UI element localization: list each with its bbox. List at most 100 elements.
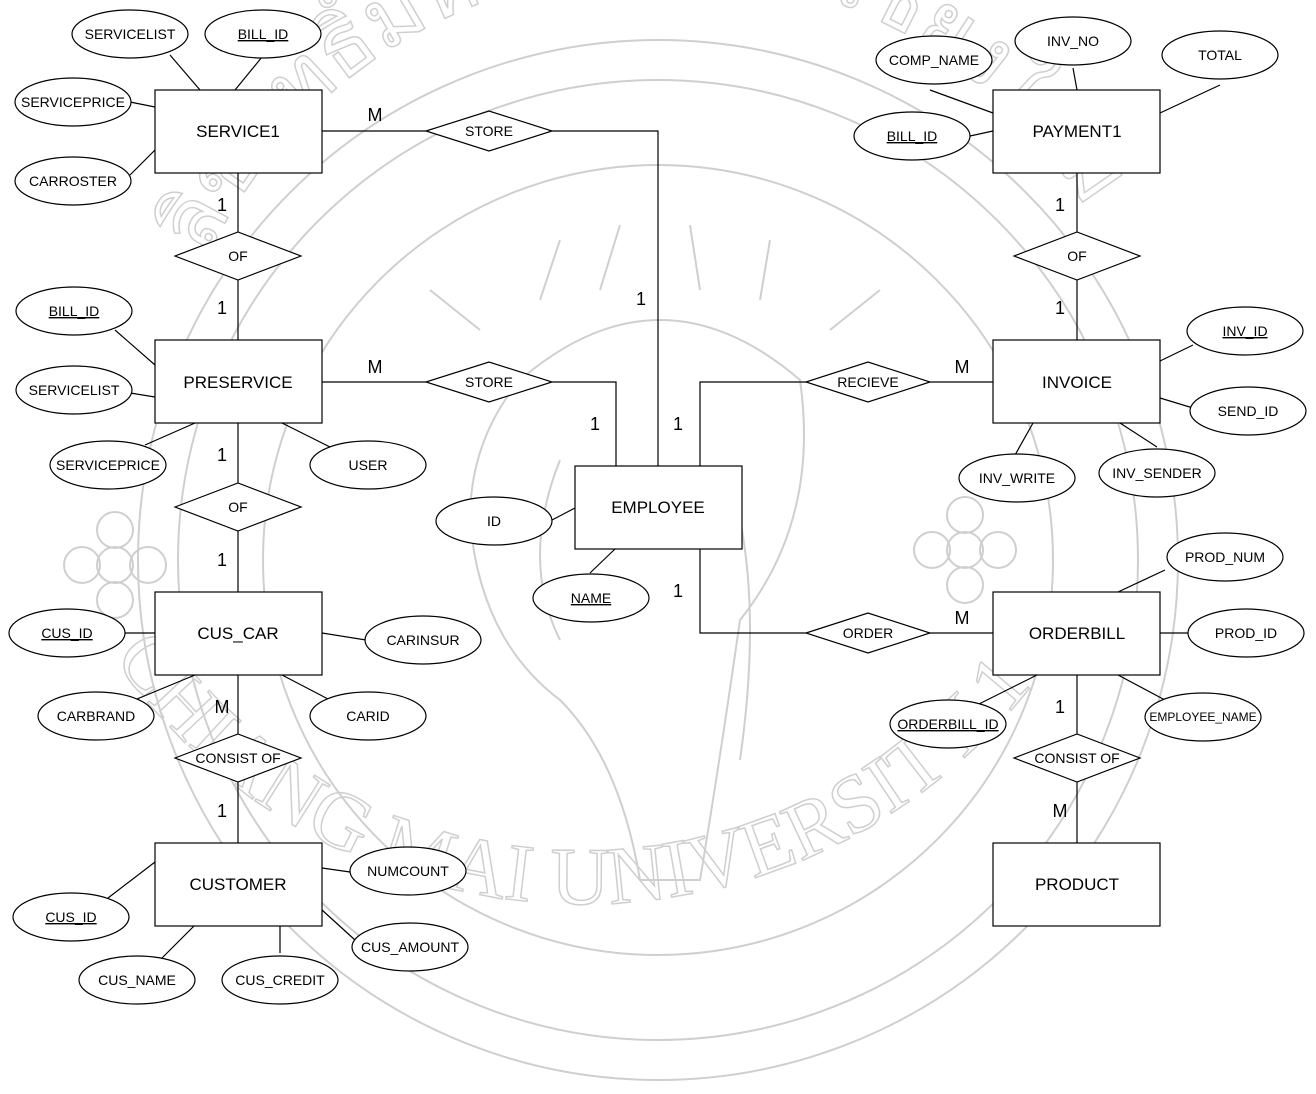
connector-lines — [107, 54, 1221, 961]
svg-text:BILL_ID: BILL_ID — [49, 303, 100, 319]
svg-text:CARBRAND: CARBRAND — [57, 708, 136, 724]
entity-label: INVOICE — [1042, 373, 1112, 392]
entity-product: PRODUCT — [992, 842, 1161, 927]
svg-text:SEND_ID: SEND_ID — [1218, 403, 1279, 419]
svg-text:ORDERBILL_ID: ORDERBILL_ID — [897, 716, 998, 732]
svg-text:PROD_NUM: PROD_NUM — [1185, 549, 1265, 565]
svg-text:SERVICEPRICE: SERVICEPRICE — [56, 457, 160, 473]
svg-text:NUMCOUNT: NUMCOUNT — [367, 863, 449, 879]
attribute-inv-sender: INV_SENDER — [1098, 448, 1216, 498]
attribute-cus-credit: CUS_CREDIT — [221, 955, 339, 1005]
flower-icon-left — [63, 511, 167, 619]
svg-text:NAME: NAME — [571, 590, 611, 606]
entity-payment1: PAYMENT1 — [992, 89, 1161, 174]
cardinality-label: M — [368, 357, 383, 377]
svg-text:TOTAL: TOTAL — [1198, 47, 1242, 63]
cardinality-label: 1 — [217, 801, 227, 821]
attribute-cus-id-key: CUS_ID — [12, 892, 130, 942]
relationship-order: ORDER — [804, 612, 932, 654]
cardinality-label: M — [368, 105, 383, 125]
relationship-label: CONSIST OF — [195, 750, 280, 766]
cardinality-labels: M 1 1 M 1 1 M 1 1 1 1 1 1 1 M M 1 M — [215, 105, 1068, 821]
cardinality-label: 1 — [590, 414, 600, 434]
attribute-carbrand: CARBRAND — [37, 691, 155, 741]
entity-label: CUS_CAR — [197, 624, 278, 643]
svg-text:SERVICEPRICE: SERVICEPRICE — [21, 94, 125, 110]
entity-label: PAYMENT1 — [1032, 122, 1121, 141]
entity-orderbill: ORDERBILL — [992, 591, 1161, 676]
attribute-user: USER — [309, 440, 427, 490]
attribute-bill-id-key: BILL_ID — [204, 9, 322, 59]
attribute-emp-id: ID — [435, 496, 553, 546]
cardinality-label: 1 — [1055, 195, 1065, 215]
svg-text:CUS_AMOUNT: CUS_AMOUNT — [361, 939, 459, 955]
attribute-inv-write: INV_WRITE — [958, 453, 1076, 503]
relationship-consist-of-product: CONSIST OF — [1012, 733, 1142, 783]
relationship-label: RECIEVE — [837, 374, 898, 390]
entity-customer: CUSTOMER — [154, 842, 323, 927]
cardinality-label: 1 — [673, 414, 683, 434]
cardinality-label: M — [1053, 801, 1068, 821]
relationship-consist-of-car: CONSIST OF — [173, 733, 303, 783]
svg-text:SERVICELIST: SERVICELIST — [29, 382, 120, 398]
svg-text:INV_SENDER: INV_SENDER — [1112, 465, 1201, 481]
entity-label: PRODUCT — [1035, 875, 1119, 894]
attribute-send-id: SEND_ID — [1189, 386, 1307, 436]
relationship-label: ORDER — [843, 625, 894, 641]
cardinality-label: M — [955, 357, 970, 377]
cardinality-label: 1 — [217, 195, 227, 215]
attribute-carid: CARID — [309, 691, 427, 741]
svg-text:INV_ID: INV_ID — [1222, 323, 1267, 339]
svg-text:CUS_CREDIT: CUS_CREDIT — [235, 972, 325, 988]
svg-text:SERVICELIST: SERVICELIST — [85, 26, 176, 42]
attribute-inv-id-key: INV_ID — [1186, 306, 1304, 356]
cardinality-label: M — [215, 697, 230, 717]
attribute-total: TOTAL — [1161, 30, 1279, 80]
attribute-bill-id-key: BILL_ID — [15, 286, 133, 336]
attribute-name-key: NAME — [532, 573, 650, 623]
entity-label: EMPLOYEE — [611, 498, 705, 517]
attribute-carroster: CARROSTER — [14, 156, 132, 206]
entity-label: ORDERBILL — [1029, 624, 1125, 643]
attribute-cus-name: CUS_NAME — [78, 955, 196, 1005]
svg-text:CUS_ID: CUS_ID — [45, 909, 96, 925]
flower-icon-right — [913, 496, 1017, 604]
attribute-bill-id-key: BILL_ID — [853, 111, 971, 161]
attribute-servicelist: SERVICELIST — [71, 9, 189, 59]
svg-text:PROD_ID: PROD_ID — [1215, 625, 1277, 641]
attribute-cus-amount: CUS_AMOUNT — [351, 922, 469, 972]
cardinality-label: 1 — [217, 298, 227, 318]
cardinality-label: 1 — [636, 289, 646, 309]
entity-cus-car: CUS_CAR — [154, 591, 323, 676]
svg-text:EMPLOYEE_NAME: EMPLOYEE_NAME — [1149, 710, 1256, 724]
relationship-label: STORE — [465, 123, 513, 139]
relationship-label: OF — [228, 499, 247, 515]
relationship-of-preservice: OF — [173, 482, 303, 532]
entity-invoice: INVOICE — [992, 339, 1161, 424]
relationship-label: CONSIST OF — [1034, 750, 1119, 766]
svg-text:BILL_ID: BILL_ID — [238, 26, 289, 42]
relationship-store-service: STORE — [424, 110, 554, 152]
attribute-employee-name: EMPLOYEE_NAME — [1144, 692, 1262, 742]
relationship-of-payment: OF — [1012, 231, 1142, 281]
relationship-label: OF — [1067, 248, 1086, 264]
entity-service1: SERVICE1 — [154, 89, 323, 174]
entity-label: SERVICE1 — [196, 122, 280, 141]
cardinality-label: 1 — [217, 550, 227, 570]
attribute-prod-id: PROD_ID — [1187, 608, 1305, 658]
svg-text:CUS_NAME: CUS_NAME — [98, 972, 176, 988]
attribute-serviceprice: SERVICEPRICE — [14, 77, 132, 127]
cardinality-label: 1 — [217, 445, 227, 465]
attribute-comp-name: COMP_NAME — [875, 35, 993, 85]
attribute-prod-num: PROD_NUM — [1166, 532, 1284, 582]
relationship-store-preservice: STORE — [424, 361, 554, 403]
entity-label: PRESERVICE — [183, 373, 292, 392]
svg-text:ID: ID — [487, 513, 501, 529]
svg-text:CUS_ID: CUS_ID — [41, 625, 92, 641]
entity-employee: EMPLOYEE — [574, 465, 743, 550]
cardinality-label: 1 — [1055, 697, 1065, 717]
cardinality-label: 1 — [1055, 298, 1065, 318]
relationship-label: OF — [228, 248, 247, 264]
attribute-orderbill-id-key: ORDERBILL_ID — [889, 699, 1007, 749]
